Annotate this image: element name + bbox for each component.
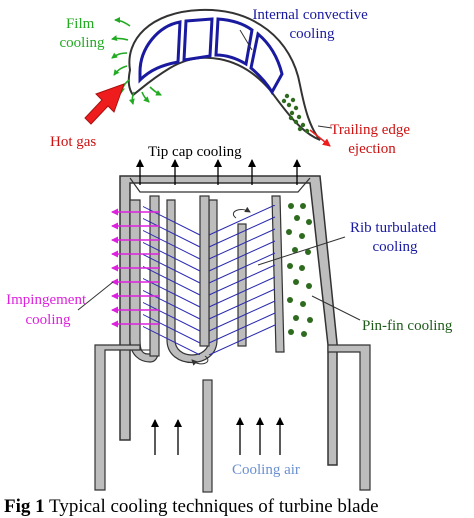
film-cooling-label: Film cooling bbox=[60, 16, 105, 51]
internal-wall-2 bbox=[199, 195, 210, 347]
caption-prefix: Fig 1 bbox=[4, 496, 45, 517]
tip-cap bbox=[129, 177, 311, 193]
airfoil-cavity-4 bbox=[249, 31, 284, 95]
airfoil-pin-fins bbox=[281, 93, 310, 134]
impingement-label: Impingement cooling bbox=[6, 292, 90, 328]
root-divider bbox=[202, 379, 213, 493]
airfoil-cavity-3 bbox=[214, 17, 254, 67]
rib-turbulated-label: Rib turbulated cooling bbox=[350, 220, 440, 255]
airfoil-cavity-1 bbox=[138, 20, 182, 84]
pin-fin-pointer bbox=[311, 295, 361, 321]
cooling-air-arrows bbox=[151, 417, 284, 455]
airfoil-section bbox=[84, 8, 333, 147]
figure-caption: Fig 1 Typical cooling techniques of turb… bbox=[4, 496, 379, 517]
internal-wall-3 bbox=[237, 223, 247, 347]
blade-outer-wall bbox=[119, 175, 338, 466]
convective-pointer bbox=[239, 29, 253, 51]
tip-cap-label: Tip cap cooling bbox=[148, 144, 242, 160]
cooling-air-label: Cooling air bbox=[232, 462, 300, 478]
trailing-edge-arrow bbox=[309, 129, 331, 147]
impingement-arrows bbox=[111, 208, 160, 328]
rib-pointer bbox=[257, 236, 346, 266]
caption-text: Typical cooling techniques of turbine bl… bbox=[45, 496, 379, 517]
blade-root bbox=[94, 344, 141, 491]
trailing-edge-label: Trailing edge ejection bbox=[330, 122, 414, 157]
trailing-pointer bbox=[317, 125, 333, 129]
impingement-pointer bbox=[77, 281, 114, 311]
pin-fin-label: Pin-fin cooling bbox=[362, 318, 453, 334]
tip-cap-arrows bbox=[136, 159, 301, 185]
hot-gas-arrow bbox=[84, 83, 125, 125]
blade-root-right bbox=[327, 344, 371, 491]
blade-section bbox=[77, 159, 371, 493]
flow-swirl-top bbox=[232, 206, 251, 219]
hot-gas-label: Hot gas bbox=[50, 134, 96, 150]
internal-wall-4 bbox=[271, 195, 285, 353]
rib-turbulators bbox=[143, 205, 276, 355]
serpentine-bend bbox=[166, 199, 218, 363]
internal-convective-label: Internal convective cooling bbox=[252, 7, 371, 42]
airfoil-cavity-2 bbox=[182, 17, 214, 62]
flow-swirl-bottom bbox=[191, 355, 209, 366]
internal-wall-1 bbox=[149, 195, 160, 357]
pin-fin-dots bbox=[286, 203, 313, 337]
film-cooling-arrows bbox=[111, 17, 162, 105]
